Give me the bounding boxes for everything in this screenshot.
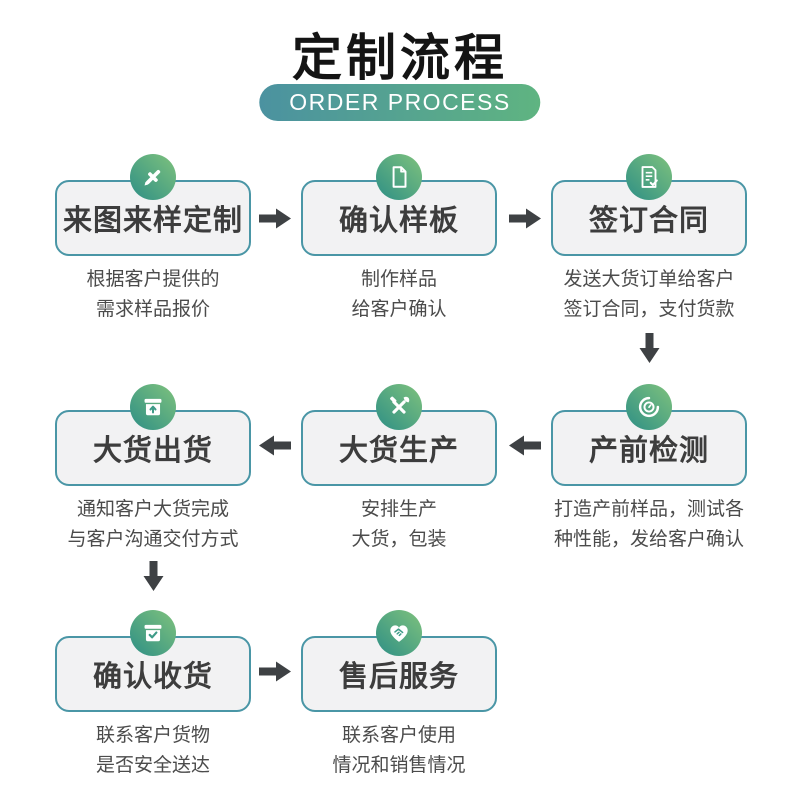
step-3: 签订合同 发送大货订单给客户 签订合同，支付货款	[529, 154, 769, 325]
step-desc: 联系客户使用 情况和销售情况	[332, 725, 466, 776]
after-sales-icon	[376, 610, 422, 656]
step-box: 签订合同	[551, 180, 747, 256]
subtitle-pill: ORDER PROCESS	[259, 84, 541, 121]
receive-check-icon	[130, 610, 176, 656]
step-label: 售后服务	[338, 661, 459, 693]
step-label: 确认样板	[338, 205, 459, 237]
flow-arrow-left	[509, 434, 541, 457]
flow-arrow-down	[142, 561, 165, 591]
step-4: 产前检测 打造产前样品，测试各 种性能，发给客户确认	[529, 384, 769, 555]
step-box: 大货出货	[55, 410, 251, 486]
contract-icon	[626, 154, 672, 200]
step-label: 产前检测	[588, 435, 709, 467]
design-pen-icon	[130, 154, 176, 200]
step-label: 签订合同	[588, 205, 709, 237]
step-box: 大货生产	[301, 410, 497, 486]
flow-arrow-left	[259, 434, 291, 457]
inspection-icon	[626, 384, 672, 430]
tools-icon	[376, 384, 422, 430]
step-desc: 制作样品 给客户确认	[351, 269, 447, 320]
flow-arrow-right	[259, 660, 291, 683]
shipping-box-icon	[130, 384, 176, 430]
flow-arrow-down	[638, 333, 661, 363]
step-desc: 发送大货订单给客户 签订合同，支付货款	[563, 269, 735, 320]
step-desc: 通知客户大货完成 与客户沟通交付方式	[67, 499, 239, 550]
flow-arrow-right	[259, 207, 291, 230]
step-5: 大货生产 安排生产 大货，包装	[279, 384, 519, 555]
flow-arrow-right	[509, 207, 541, 230]
step-desc: 安排生产 大货，包装	[351, 499, 447, 550]
document-icon	[376, 154, 422, 200]
step-desc: 根据客户提供的 需求样品报价	[86, 269, 220, 320]
step-desc: 打造产前样品，测试各 种性能，发给客户确认	[553, 499, 744, 550]
step-label: 大货生产	[338, 435, 459, 467]
step-7: 确认收货 联系客户货物 是否安全送达	[33, 610, 273, 781]
step-2: 确认样板 制作样品 给客户确认	[279, 154, 519, 325]
step-8: 售后服务 联系客户使用 情况和销售情况	[279, 610, 519, 781]
step-box: 产前检测	[551, 410, 747, 486]
step-label: 大货出货	[92, 435, 213, 467]
step-1: 来图来样定制 根据客户提供的 需求样品报价	[33, 154, 273, 325]
page-title: 定制流程	[292, 30, 508, 86]
step-label: 来图来样定制	[62, 205, 243, 237]
step-label: 确认收货	[92, 661, 213, 693]
step-desc: 联系客户货物 是否安全送达	[95, 725, 210, 776]
step-6: 大货出货 通知客户大货完成 与客户沟通交付方式	[33, 384, 273, 555]
